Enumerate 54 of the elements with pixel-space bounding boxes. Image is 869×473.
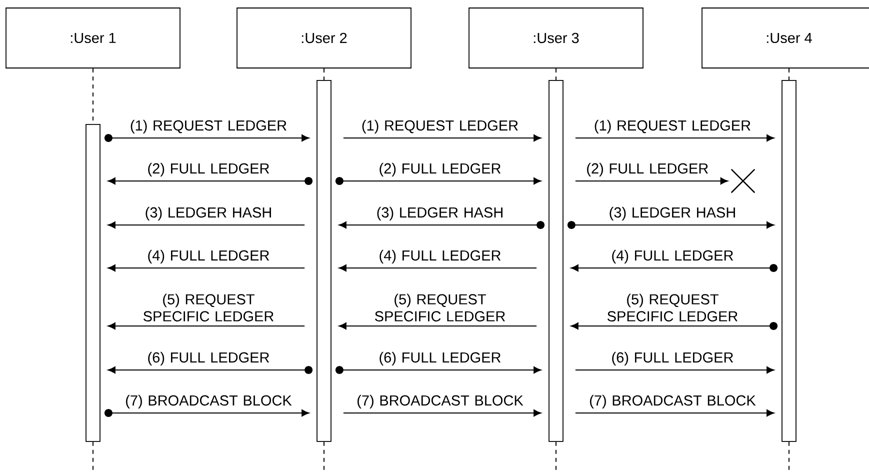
- edge-label: (4) FULL LEDGER: [612, 250, 734, 264]
- edge-label: (4) FULL LEDGER: [380, 250, 501, 264]
- message-arrow: [343, 410, 542, 416]
- edge-label: (1) REQUEST LEDGER: [594, 120, 750, 134]
- edge-label: (2) FULL LEDGER: [587, 162, 708, 176]
- lifeline-box: :User 1: [6, 8, 180, 68]
- message-arrow: [338, 264, 537, 272]
- message-arrow: [575, 178, 728, 184]
- message-arrow: [335, 366, 542, 374]
- message-arrow: [108, 177, 313, 185]
- message-arrow: [108, 264, 305, 272]
- lifeline-box: :User 2: [236, 8, 412, 68]
- edge-label: (3) LEDGER HASH: [377, 206, 502, 220]
- message-arrow: [343, 134, 542, 142]
- message-arrow: [575, 366, 774, 374]
- lifeline: [788, 441, 790, 473]
- message-arrow: [338, 221, 545, 229]
- destruction-mark: [730, 168, 756, 194]
- edge-label: (5) REQUEST SPECIFIC LEDGER: [375, 294, 505, 322]
- activation-bar: [548, 80, 564, 442]
- message-arrow: [567, 221, 774, 229]
- edge-label: (4) FULL LEDGER: [148, 250, 270, 264]
- activation-bar: [86, 124, 100, 442]
- edge-label: (3) LEDGER HASH: [146, 206, 271, 220]
- message-arrow: [335, 177, 542, 185]
- activation-bar: [316, 80, 332, 442]
- edge-label: (7) BROADCAST BLOCK: [590, 394, 756, 408]
- message-arrow: [108, 366, 313, 374]
- lifeline: [92, 441, 94, 473]
- edge-label: (3) LEDGER HASH: [610, 206, 735, 220]
- edge-label: (5) REQUEST SPECIFIC LEDGER: [144, 294, 274, 322]
- message-arrow: [108, 221, 305, 228]
- lifeline-box: :User 3: [468, 8, 644, 68]
- edge-label: (7) BROADCAST BLOCK: [358, 394, 524, 408]
- edge-label: (5) REQUEST SPECIFIC LEDGER: [608, 294, 738, 322]
- message-arrow: [570, 264, 778, 272]
- lifeline-box: :User 4: [702, 8, 869, 68]
- edge-label: (2) FULL LEDGER: [380, 162, 501, 176]
- edge-label: (6) FULL LEDGER: [380, 352, 501, 366]
- activation-bar: [782, 80, 796, 442]
- edge-label: (6) FULL LEDGER: [148, 352, 270, 366]
- edge-label: (7) BROADCAST BLOCK: [126, 394, 292, 408]
- message-arrow: [104, 409, 310, 417]
- edge-label: (1) REQUEST LEDGER: [130, 120, 286, 134]
- edge-label: (6) FULL LEDGER: [612, 352, 734, 366]
- message-arrow: [104, 134, 310, 142]
- edge-label: (1) REQUEST LEDGER: [362, 120, 518, 134]
- message-arrow: [570, 322, 778, 330]
- message-arrow: [575, 134, 774, 142]
- message-arrow: [338, 322, 537, 330]
- edge-label: (2) FULL LEDGER: [148, 162, 270, 176]
- message-arrow: [108, 322, 305, 330]
- message-arrow: [575, 410, 774, 416]
- lifeline: [788, 68, 790, 80]
